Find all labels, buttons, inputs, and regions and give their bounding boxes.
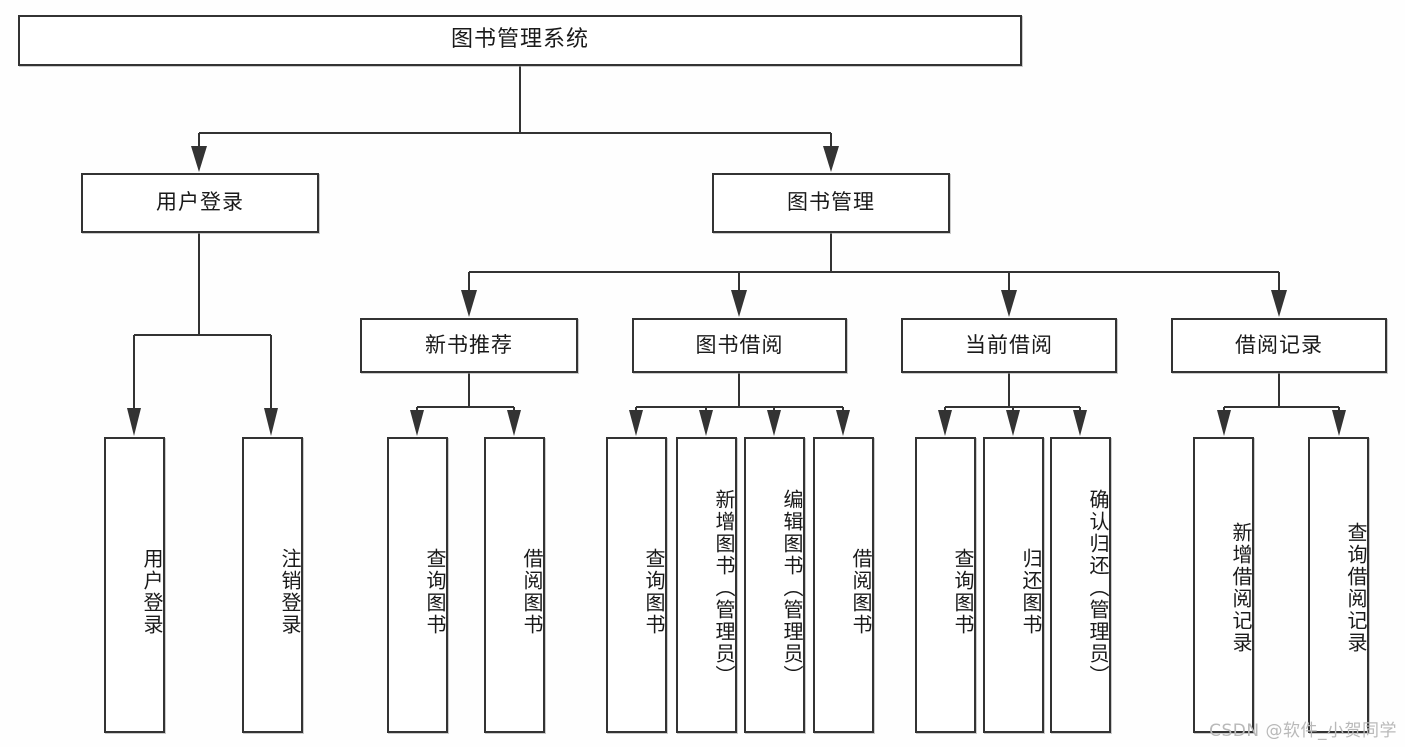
node-label: 当前借阅 bbox=[965, 332, 1053, 357]
arrow-current-leaf-3 bbox=[1073, 410, 1087, 436]
node-new-book-recommend[interactable]: 新书推荐 bbox=[360, 318, 578, 373]
node-label: 用户登录 bbox=[140, 548, 164, 636]
node-label: 借阅图书 bbox=[849, 548, 873, 636]
arrow-borrow-leaf-3 bbox=[767, 410, 781, 436]
node-book-borrow[interactable]: 图书借阅 bbox=[632, 318, 847, 373]
leaf-current-return-book[interactable]: 归还图书 bbox=[983, 437, 1044, 733]
arrow-record-leaf-1 bbox=[1217, 410, 1231, 436]
node-label: 图书管理系统 bbox=[450, 27, 589, 53]
node-label: 新书推荐 bbox=[425, 332, 513, 357]
node-current-borrow[interactable]: 当前借阅 bbox=[901, 318, 1117, 373]
node-label: 确认归还（管理员） bbox=[1086, 489, 1110, 687]
arrow-borrow-leaf-4 bbox=[836, 410, 850, 436]
arrow-bookmgmt-child-4 bbox=[1271, 290, 1287, 317]
node-label: 借阅记录 bbox=[1235, 332, 1323, 357]
arrow-record-leaf-2 bbox=[1332, 410, 1346, 436]
leaf-record-add-record[interactable]: 新增借阅记录 bbox=[1193, 437, 1254, 733]
node-label: 查询图书 bbox=[423, 548, 447, 636]
node-label: 新增借阅记录 bbox=[1229, 522, 1253, 654]
node-label: 查询借阅记录 bbox=[1344, 522, 1368, 654]
arrow-newbook-leaf-2 bbox=[507, 410, 521, 436]
arrow-root-to-user-login bbox=[191, 146, 207, 172]
node-user-login[interactable]: 用户登录 bbox=[81, 173, 319, 233]
node-label: 编辑图书（管理员） bbox=[780, 489, 804, 687]
node-label: 注销登录 bbox=[278, 548, 302, 636]
arrow-bookmgmt-child-1 bbox=[461, 290, 477, 317]
node-borrow-record[interactable]: 借阅记录 bbox=[1171, 318, 1387, 373]
node-label: 图书借阅 bbox=[695, 332, 784, 357]
leaf-newbook-query-book[interactable]: 查询图书 bbox=[387, 437, 448, 733]
leaf-user-login-signout[interactable]: 注销登录 bbox=[242, 437, 303, 733]
node-label: 用户登录 bbox=[156, 190, 244, 215]
leaf-current-query-book[interactable]: 查询图书 bbox=[915, 437, 976, 733]
node-label: 借阅图书 bbox=[520, 548, 544, 636]
arrow-current-leaf-2 bbox=[1006, 410, 1020, 436]
arrow-bookmgmt-child-3 bbox=[1001, 290, 1017, 317]
leaf-borrow-query-book[interactable]: 查询图书 bbox=[606, 437, 667, 733]
node-book-management[interactable]: 图书管理 bbox=[712, 173, 950, 233]
node-label: 查询图书 bbox=[951, 548, 975, 636]
arrow-userlogin-leaf-2 bbox=[264, 408, 278, 436]
arrow-userlogin-leaf-1 bbox=[127, 408, 141, 436]
leaf-user-login-signin[interactable]: 用户登录 bbox=[104, 437, 165, 733]
leaf-borrow-add-book-admin[interactable]: 新增图书（管理员） bbox=[676, 437, 737, 733]
node-label: 图书管理 bbox=[787, 190, 875, 215]
arrow-root-to-book-mgmt bbox=[823, 146, 839, 172]
leaf-borrow-edit-book-admin[interactable]: 编辑图书（管理员） bbox=[744, 437, 805, 733]
arrow-borrow-leaf-1 bbox=[629, 410, 643, 436]
leaf-current-confirm-return-admin[interactable]: 确认归还（管理员） bbox=[1050, 437, 1111, 733]
node-label: 查询图书 bbox=[642, 548, 666, 636]
arrow-newbook-leaf-1 bbox=[410, 410, 424, 436]
leaf-record-query-record[interactable]: 查询借阅记录 bbox=[1308, 437, 1369, 733]
node-root-system[interactable]: 图书管理系统 bbox=[18, 15, 1022, 66]
leaf-borrow-borrow-book[interactable]: 借阅图书 bbox=[813, 437, 874, 733]
leaf-newbook-borrow-book[interactable]: 借阅图书 bbox=[484, 437, 545, 733]
arrow-bookmgmt-child-2 bbox=[731, 290, 747, 317]
node-label: 归还图书 bbox=[1019, 548, 1043, 636]
node-label: 新增图书（管理员） bbox=[712, 489, 736, 687]
arrow-borrow-leaf-2 bbox=[699, 410, 713, 436]
csdn-watermark: CSDN @软件_小贺同学 bbox=[1209, 721, 1397, 741]
arrow-current-leaf-1 bbox=[938, 410, 952, 436]
